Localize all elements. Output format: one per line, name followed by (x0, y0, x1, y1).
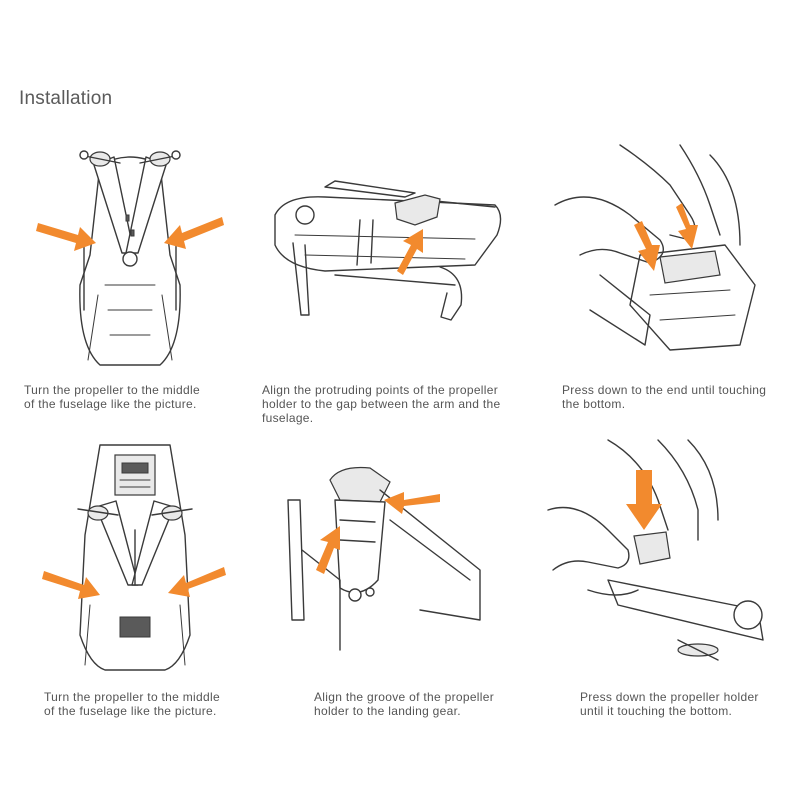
hands-pressing-holder-down (547, 439, 764, 661)
arrow-right-icon (36, 223, 96, 251)
step-3-caption: Press down to the end until touching the… (562, 383, 767, 411)
step-1-caption: Turn the propeller to the middle of the … (24, 383, 200, 411)
arrow-down-icon (634, 221, 660, 271)
step-4-illustration (40, 435, 230, 675)
step-4-caption: Turn the propeller to the middle of the … (44, 690, 220, 718)
drone-top-view-folded (36, 150, 224, 366)
hands-pressing-holder (554, 144, 756, 351)
step-6-illustration (547, 439, 778, 665)
step-5-illustration (280, 460, 500, 660)
arrow-down-icon (676, 203, 698, 249)
step-1-illustration (30, 135, 230, 375)
arrow-up-right-icon (397, 229, 423, 275)
arrow-up-right-icon (316, 526, 340, 574)
arrow-down-icon (626, 470, 662, 530)
step-3-illustration (550, 144, 760, 360)
step-2-illustration (265, 175, 510, 345)
arrow-left-icon (384, 492, 440, 514)
holder-on-landing-gear (287, 466, 481, 651)
drone-side-view (274, 180, 502, 321)
arrow-left-icon (168, 567, 226, 597)
arrow-right-icon (42, 571, 100, 599)
page-title: Installation (19, 88, 113, 109)
step-6-caption: Press down the propeller holder until it… (580, 690, 759, 718)
drone-bottom-view-folded (42, 444, 226, 671)
arrow-left-icon (164, 217, 224, 249)
step-5-caption: Align the groove of the propeller holder… (314, 690, 495, 718)
step-2-caption: Align the protruding points of the prope… (262, 383, 501, 425)
